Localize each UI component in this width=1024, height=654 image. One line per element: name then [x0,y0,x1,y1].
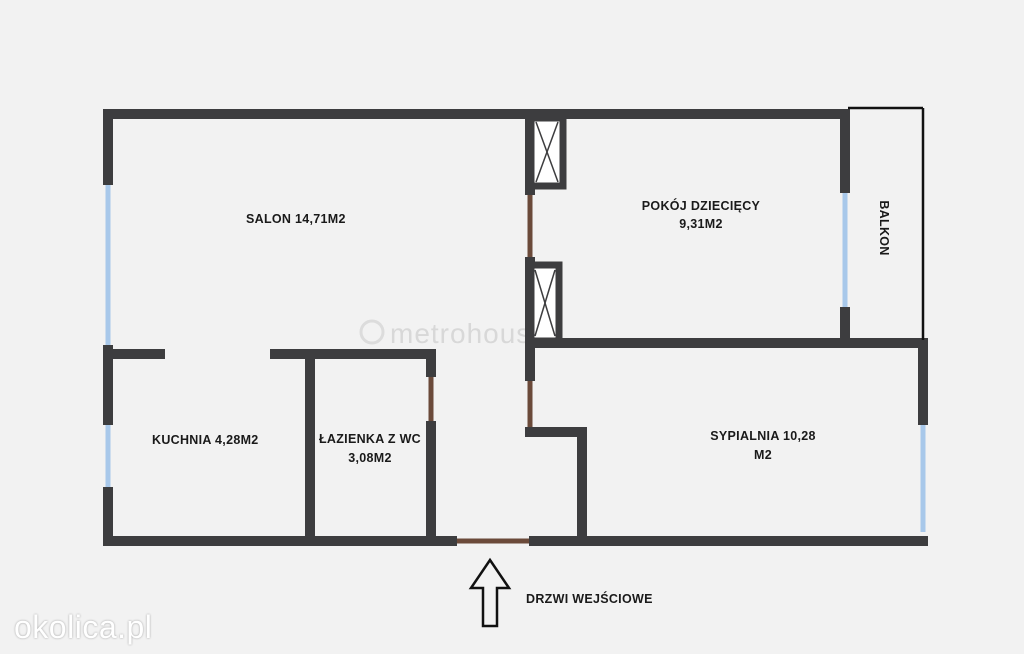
room-label-kuchnia: KUCHNIA 4,28M2 [152,433,259,447]
brand-logo: okolica.pl [14,609,153,645]
doors [428,190,533,544]
room-label-pokoj: POKÓJ DZIECIĘCY [642,198,761,213]
walls [103,109,928,546]
room-label-lazienka: ŁAZIENKA Z WC [319,432,421,446]
room-label-balkon: BALKON [877,200,891,255]
windows [105,180,926,532]
watermark-text: metrohouse [390,318,548,349]
vent-shafts [527,114,567,345]
watermark-logo-icon [359,319,385,345]
balcony [848,106,925,340]
room-area-lazienka: 3,08M2 [348,451,392,465]
up-arrow-icon [468,557,512,628]
entrance-label: DRZWI WEJŚCIOWE [526,591,653,606]
room-label-salon: SALON 14,71M2 [246,212,346,226]
room-area-pokoj: 9,31M2 [679,217,723,231]
room-label-sypialnia: SYPIALNIA 10,28 [710,429,815,443]
watermark: metrohouse [359,318,548,349]
room-area-sypialnia: M2 [754,448,772,462]
